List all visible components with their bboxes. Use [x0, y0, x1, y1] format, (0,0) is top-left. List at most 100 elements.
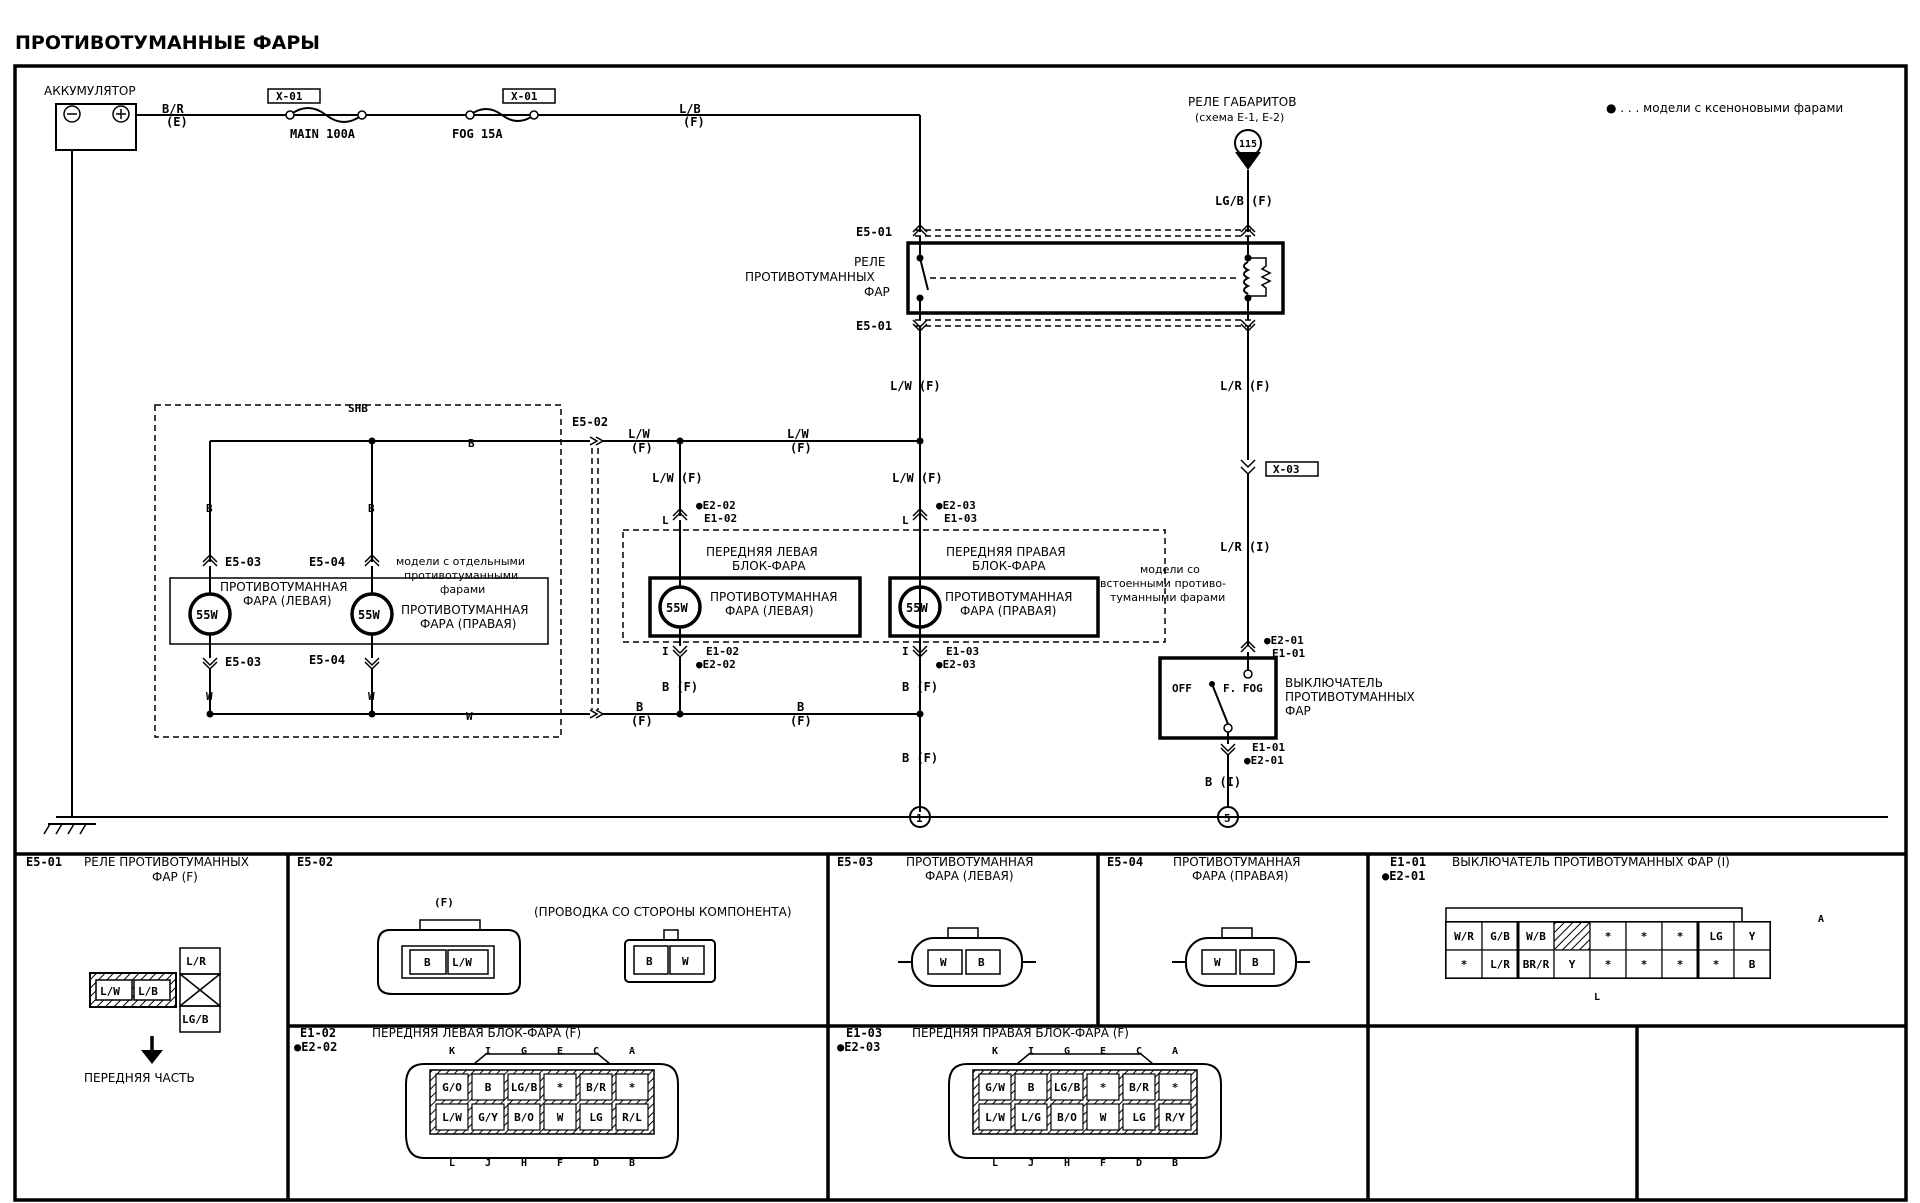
- left-unit-title-1: ПЕРЕДНЯЯ ЛЕВАЯ: [706, 545, 818, 559]
- e102-pin-label: B/O: [514, 1111, 534, 1124]
- e103-bottom-pin-letter: D: [1136, 1158, 1142, 1169]
- front-arrow-icon: [141, 1050, 163, 1064]
- right-pin-top: L: [902, 514, 909, 527]
- wire-b-2: B: [797, 700, 804, 714]
- fog-relay: [906, 241, 1285, 315]
- e503-pin-b-label: B: [978, 956, 985, 969]
- e103-top-pin-letter: E: [1100, 1046, 1106, 1057]
- e102-bottom-pin-letter: D: [593, 1158, 599, 1169]
- e103-pin-label: L/W: [985, 1111, 1005, 1124]
- e103-pin-cell: [1158, 1103, 1192, 1131]
- e103-pin-cell: [978, 1073, 1012, 1101]
- e502-b-pin-b: [633, 945, 669, 975]
- wire-f-4: (F): [790, 714, 812, 728]
- wire-f-1: (F): [631, 441, 653, 455]
- switch-conn-top-2: E1-01: [1272, 647, 1305, 660]
- e103-pin-cell: [1086, 1073, 1120, 1101]
- panel-e504-code: E5-04: [1107, 855, 1143, 869]
- switch-conn-top-1: ●E2-01: [1264, 634, 1304, 647]
- shb-wire-w: W: [466, 710, 473, 723]
- panel-e102-code-1: E1-02: [300, 1026, 336, 1040]
- e101-pin-label: B: [1749, 958, 1756, 971]
- panel-e103-title: ПЕРЕДНЯЯ ПРАВАЯ БЛОК-ФАРА (F): [912, 1026, 1129, 1040]
- e101-pin-label: *: [1641, 930, 1648, 943]
- shb-conn-left-bottom: E5-03: [225, 655, 261, 669]
- e103-pin-label: W: [1100, 1111, 1107, 1124]
- left-conn-bottom-1: E1-02: [706, 645, 739, 658]
- wire-lw-f-right: L/W (F): [892, 471, 943, 485]
- diagram-frame: [13, 64, 1908, 1202]
- e102-pin-cell: [471, 1103, 505, 1131]
- fuse-main-symbol: [289, 107, 363, 123]
- e101-pin-l: L: [1594, 992, 1600, 1003]
- shb-left-lamp-label-1: ПРОТИВОТУМАННАЯ: [220, 580, 348, 594]
- e504-pin-b: [1239, 949, 1275, 975]
- e502-pin-b-label: B: [424, 956, 431, 969]
- wire-lb-sub: (F): [683, 115, 705, 129]
- builtin-note-3: туманными фарами: [1110, 591, 1225, 604]
- shb-right-lamp-label-2: ФАРА (ПРАВАЯ): [420, 617, 516, 631]
- e103-bottom-pin-letter: L: [992, 1158, 998, 1169]
- e101-pin-label: *: [1605, 958, 1612, 971]
- e103-pin-cell: [1122, 1103, 1156, 1131]
- e103-top-pin-letter: C: [1136, 1046, 1142, 1057]
- shb-conn-left-top: E5-03: [225, 555, 261, 569]
- shb-left-lamp-label-2: ФАРА (ЛЕВАЯ): [243, 594, 332, 608]
- e102-top-pin-letter: A: [629, 1046, 635, 1057]
- e102-pin-cell: [507, 1103, 541, 1131]
- panel-e503-title-1: ПРОТИВОТУМАННАЯ: [906, 855, 1034, 869]
- e102-pin-label: *: [557, 1081, 564, 1094]
- e504-pin-w-label: W: [1214, 956, 1221, 969]
- shb-note-3: фарами: [440, 583, 485, 596]
- e101-pin-label: Y: [1749, 930, 1756, 943]
- fuse-fog-label: FOG 15A: [452, 127, 503, 141]
- e503-pin-w-label: W: [940, 956, 947, 969]
- e103-pin-label: L/G: [1021, 1111, 1041, 1124]
- e103-pin-cell: [1014, 1103, 1048, 1131]
- e103-pin-cell: [1158, 1073, 1192, 1101]
- wire-f-3: (F): [631, 714, 653, 728]
- switch-off-label: OFF: [1172, 682, 1192, 695]
- right-conn-bottom-2: ●E2-03: [936, 658, 976, 671]
- fuse-fog-connector: [502, 88, 556, 104]
- e102-pin-label: LG/B: [511, 1081, 538, 1094]
- e103-pin-label: R/Y: [1165, 1111, 1185, 1124]
- e102-bottom-pin-letter: H: [521, 1158, 527, 1169]
- e102-pin-cell: [435, 1103, 469, 1131]
- switch-label-2: ПРОТИВОТУМАННЫХ: [1285, 690, 1415, 704]
- e101-pin-cell: [1481, 921, 1519, 951]
- wire-bf-right-2: B (F): [902, 751, 938, 765]
- shb-left-lamp-power: 55W: [196, 608, 218, 622]
- panel-e501-code: E5-01: [26, 855, 62, 869]
- builtin-note-1: модели со: [1140, 563, 1200, 576]
- shb-note-2: противотуманными: [404, 569, 518, 582]
- shb-wire-w-left: W: [206, 690, 213, 703]
- panel-e504-title-2: ФАРА (ПРАВАЯ): [1192, 869, 1288, 883]
- e103-bottom-pin-letter: H: [1064, 1158, 1070, 1169]
- relay-conn-bottom: E5-01: [856, 319, 892, 333]
- switch-label-3: ФАР: [1285, 704, 1311, 718]
- e101-pin-cell: [1733, 949, 1771, 979]
- e101-pin-cell: [1697, 921, 1735, 951]
- right-unit-title-2: БЛОК-ФАРА: [972, 559, 1046, 573]
- shb-wire-b-right: B: [368, 502, 375, 515]
- right-conn-top-1: ●E2-03: [936, 499, 976, 512]
- e102-pin-cell: [615, 1073, 649, 1101]
- x03-connector: [1265, 461, 1319, 477]
- right-headlamp-unit: [888, 576, 1100, 638]
- battery-wire-sub: (E): [166, 115, 188, 129]
- e103-pin-cell: [1014, 1073, 1048, 1101]
- e101-pin-label: G/B: [1490, 930, 1510, 943]
- e102-pin-label: G/O: [442, 1081, 462, 1094]
- e503-pin-b: [965, 949, 1001, 975]
- e504-pin-w: [1201, 949, 1237, 975]
- switch-ffog-label: F. FOG: [1223, 682, 1263, 695]
- right-fog-lamp-power: 55W: [906, 601, 928, 615]
- ground-point-1: [909, 806, 931, 828]
- right-lamp-label-2: ФАРА (ПРАВАЯ): [960, 604, 1056, 618]
- e103-bottom-pin-letter: F: [1100, 1158, 1106, 1169]
- e103-pin-label: LG/B: [1054, 1081, 1081, 1094]
